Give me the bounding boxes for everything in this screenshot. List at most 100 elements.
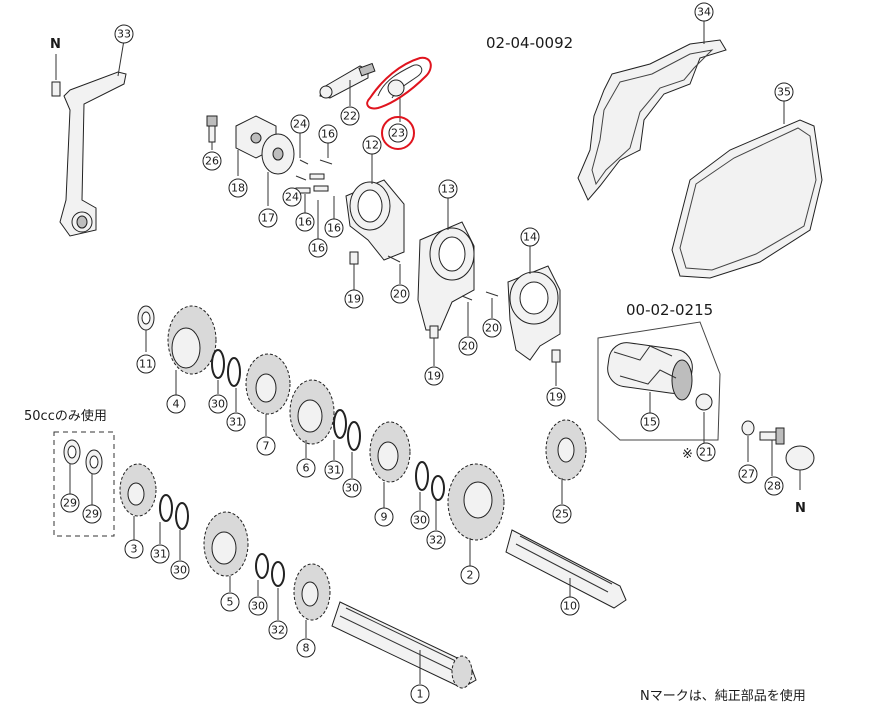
svg-text:25: 25 <box>555 508 569 521</box>
callout-23: 23 <box>388 123 408 143</box>
svg-text:24: 24 <box>293 118 307 131</box>
callout-26: 26 <box>202 151 222 171</box>
callout-15: 15 <box>640 412 660 432</box>
callout-27: 27 <box>738 464 758 484</box>
svg-text:30: 30 <box>413 514 427 527</box>
gear-8 <box>293 563 331 638</box>
svg-text:6: 6 <box>303 462 310 475</box>
callout-5: 5 <box>220 592 240 612</box>
gear-2 <box>447 463 505 566</box>
callout-32b: 32 <box>268 620 288 640</box>
callout-16b: 16 <box>295 212 315 232</box>
callout-16c: 16 <box>324 218 344 238</box>
svg-text:31: 31 <box>153 548 167 561</box>
svg-text:14: 14 <box>523 231 537 244</box>
callout-14: 14 <box>520 227 540 247</box>
svg-text:3: 3 <box>131 543 138 556</box>
code-top: 02-04-0092 <box>486 34 573 52</box>
svg-text:20: 20 <box>393 288 407 301</box>
callout-24b: 24 <box>282 187 302 207</box>
shaft-1 <box>331 601 477 689</box>
callout-18: 18 <box>228 178 248 198</box>
svg-text:20: 20 <box>485 322 499 335</box>
callout-30e: 30 <box>248 596 268 616</box>
svg-text:30: 30 <box>345 482 359 495</box>
svg-text:4: 4 <box>173 398 180 411</box>
svg-text:10: 10 <box>563 600 577 613</box>
svg-text:17: 17 <box>261 212 275 225</box>
svg-text:32: 32 <box>271 624 285 637</box>
rings-31-30-b <box>333 409 361 478</box>
callout-7: 7 <box>256 436 276 456</box>
svg-text:13: 13 <box>441 183 455 196</box>
callouts: 33 34 35 22 23 24 16 12 26 18 24 17 16 1… <box>60 2 794 704</box>
svg-text:12: 12 <box>365 139 379 152</box>
gear-9 <box>369 421 411 508</box>
svg-text:24: 24 <box>285 191 299 204</box>
svg-text:11: 11 <box>139 358 153 371</box>
callout-13: 13 <box>438 179 458 199</box>
rings-30-31-a <box>211 349 241 412</box>
shift-plate-17 <box>261 133 295 206</box>
callout-21: 21 <box>696 442 716 462</box>
shift-fork-13 <box>417 198 475 331</box>
callout-19b: 19 <box>424 366 444 386</box>
svg-text:22: 22 <box>343 110 357 123</box>
callout-30d: 30 <box>170 560 190 580</box>
callout-31a: 31 <box>226 412 246 432</box>
svg-text:19: 19 <box>549 391 563 404</box>
svg-text:31: 31 <box>327 464 341 477</box>
callout-24a: 24 <box>290 114 310 134</box>
svg-text:8: 8 <box>303 642 310 655</box>
pins-24-16 <box>295 132 335 246</box>
asterisk-21: ※ <box>682 447 693 462</box>
fork-pins-19-20 <box>349 251 561 386</box>
callout-20b: 20 <box>482 318 502 338</box>
n-mark-28: N <box>795 501 806 516</box>
callout-25: 25 <box>552 504 572 524</box>
svg-text:27: 27 <box>741 468 755 481</box>
gear-4 <box>167 305 217 396</box>
callout-29b: 29 <box>82 504 102 524</box>
callout-30a: 30 <box>208 394 228 414</box>
highlight-ring-23 <box>366 56 432 110</box>
callout-30b: 30 <box>342 478 362 498</box>
callout-28: 28 <box>764 476 784 496</box>
shift-lever-22 <box>319 62 376 106</box>
callout-11: 11 <box>136 354 156 374</box>
highlight-circle-23 <box>381 116 415 150</box>
svg-text:32: 32 <box>429 534 443 547</box>
callout-31b: 31 <box>324 460 344 480</box>
shift-fork-14 <box>507 244 561 361</box>
svg-text:31: 31 <box>229 416 243 429</box>
gear-25 <box>545 419 587 504</box>
callout-9: 9 <box>374 507 394 527</box>
gear-6 <box>289 379 335 458</box>
callout-19a: 19 <box>344 289 364 309</box>
callout-3: 3 <box>124 539 144 559</box>
gasket-35 <box>671 100 823 279</box>
svg-text:34: 34 <box>697 6 711 19</box>
svg-text:16: 16 <box>311 242 325 255</box>
callout-6: 6 <box>296 458 316 478</box>
n-mark-33: N <box>50 37 61 52</box>
callout-32a: 32 <box>426 530 446 550</box>
svg-text:29: 29 <box>85 508 99 521</box>
shaft-10 <box>505 529 627 609</box>
rings-30-32-c <box>415 461 445 530</box>
svg-text:35: 35 <box>777 86 791 99</box>
callout-29a: 29 <box>60 493 80 513</box>
callout-1: 1 <box>410 684 430 704</box>
callout-20a: 20 <box>390 284 410 304</box>
svg-text:5: 5 <box>227 596 234 609</box>
gear-3 <box>119 463 157 540</box>
footer-note: Nマークは、純正部品を使用 <box>640 688 806 704</box>
stopper-bolt-26 <box>206 115 218 150</box>
svg-text:23: 23 <box>391 127 405 140</box>
svg-text:20: 20 <box>461 340 475 353</box>
svg-text:15: 15 <box>643 416 657 429</box>
shift-arm-33: N <box>50 37 127 237</box>
svg-text:2: 2 <box>467 569 474 582</box>
